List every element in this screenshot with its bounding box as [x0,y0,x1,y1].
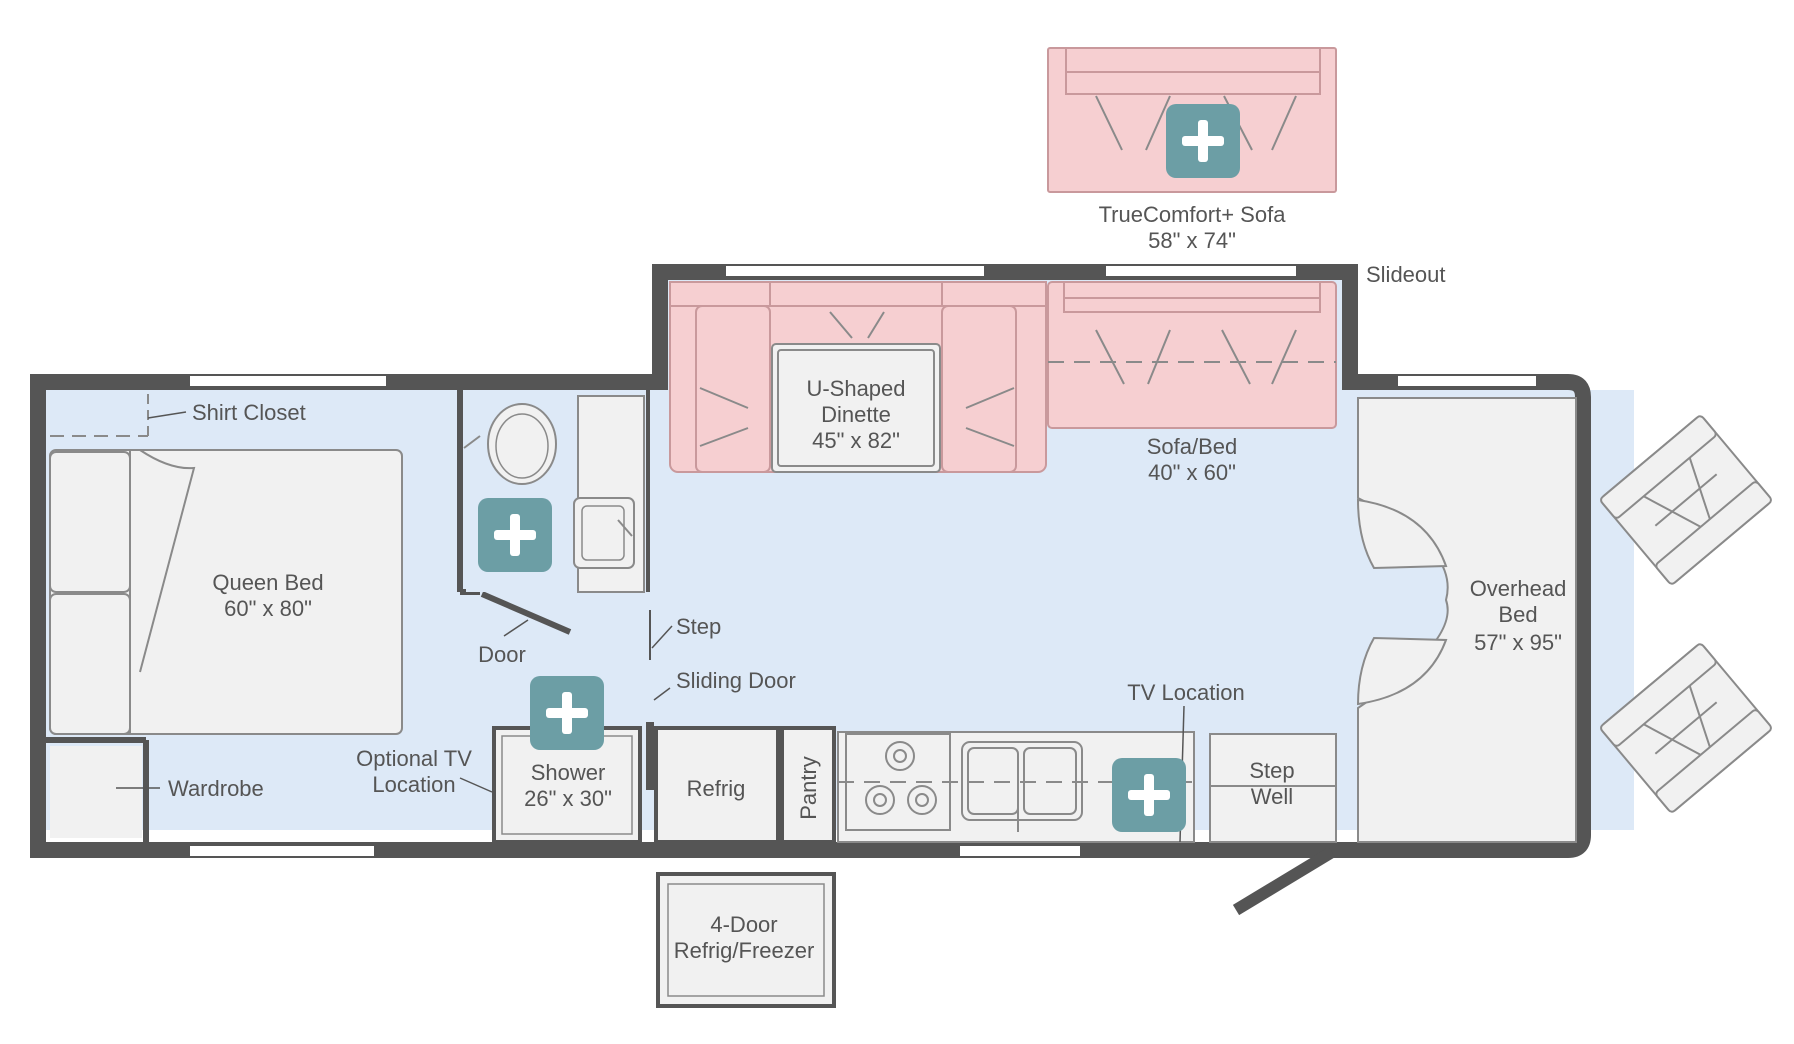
bed-blanket-fold [129,449,196,734]
dinette-label: U-Shaped [806,376,905,401]
plus-icon [494,514,536,556]
pantry-label: Pantry [796,756,821,820]
sink-icon [573,497,635,569]
sink-basin [581,505,625,561]
add-option-button-sofa[interactable] [1166,104,1240,178]
pillow [49,451,131,593]
captain-chair-icon [1356,636,1448,706]
queen-bed-size: 60" x 80" [224,596,312,621]
leader [147,411,187,419]
queen-bed-label: Queen Bed [212,570,323,595]
interior-walls [44,390,1336,916]
optional-tv-label: Optional TV [356,746,472,771]
pantry [780,726,836,844]
leader [653,687,671,701]
dinette-size: 45" x 82" [812,428,900,453]
step-well-label: Step [1249,758,1294,783]
pillow [49,593,131,735]
overhead-bed-size: 57" x 95" [1474,630,1562,655]
sofa-bed-size: 40" x 60" [1148,460,1236,485]
recliner-lines [1095,329,1297,385]
window [190,376,386,386]
dinette [669,281,1047,473]
step-well [1209,733,1337,843]
dinette-cushion-left [695,305,771,473]
shower-label: Shower [531,760,606,785]
recliner-lines [1095,95,1297,151]
window [1106,266,1296,276]
entry-door [1232,846,1336,916]
shirt-closet-label: Shirt Closet [192,400,306,425]
add-option-button-kitchen[interactable] [1112,758,1186,832]
cab [1356,397,1577,843]
leader [651,625,673,649]
sofa-bed [1047,281,1337,429]
toilet-seat [495,413,549,479]
dinette-cushion-right [941,305,1017,473]
kitchen [654,705,1337,1008]
windows [190,266,1536,856]
refrig-label: Refrig [687,776,746,801]
recliner-lines [699,311,1015,447]
bath-door [480,591,572,635]
sofa-bed-label: Sofa/Bed [1147,434,1238,459]
window [190,846,374,856]
dinette-label: Dinette [821,402,891,427]
captain-chair-icon [1600,415,1772,585]
overhead-bed-label: Overhead [1470,576,1567,601]
door-swing [463,435,481,449]
toilet-icon [487,403,557,485]
plus-icon [1182,120,1224,162]
four-door-label: Refrig/Freezer [674,938,815,963]
wardrobe-fill [50,746,142,838]
captain-chair-icon [1356,498,1448,570]
leader [503,619,529,637]
leader [459,777,493,793]
captain-chair-icon [1600,643,1772,813]
truecomfort-sofa-size: 58" x 74" [1148,228,1236,253]
faucet [617,519,633,537]
add-option-button-bath[interactable] [478,498,552,572]
exterior-chairs [1600,415,1772,813]
refrig [654,726,780,844]
window [726,266,984,276]
wardrobe-label: Wardrobe [168,776,264,801]
window [1398,376,1536,386]
dinette-table [771,343,941,473]
plus-icon [546,692,588,734]
queen-bed [49,449,403,735]
plus-icon [1128,774,1170,816]
door-label: Door [478,642,526,667]
step-label: Step [676,614,721,639]
four-door-label: 4-Door [710,912,777,937]
dinette-back [669,281,1047,307]
window [960,846,1080,856]
bedroom [49,394,403,838]
four-door-refrig [656,872,836,1008]
four-door-refrig-inner [667,883,825,997]
overhead-bed-label: Bed [1498,602,1537,627]
truecomfort-sofa-label: TrueComfort+ Sofa [1099,202,1287,227]
tv-location-label: TV Location [1127,680,1244,705]
add-option-button-shower[interactable] [530,676,604,750]
optional-tv-label: Location [372,772,455,797]
slideout-label: Slideout [1366,262,1446,287]
dinette-table-edge [777,349,935,467]
add-buttons [478,104,1240,832]
sliding-door-label: Sliding Door [676,668,796,693]
shower-size: 26" x 30" [524,786,612,811]
step-well-label: Well [1251,784,1293,809]
labels: TrueComfort+ Sofa 58" x 74" Slideout Shi… [168,202,1566,963]
